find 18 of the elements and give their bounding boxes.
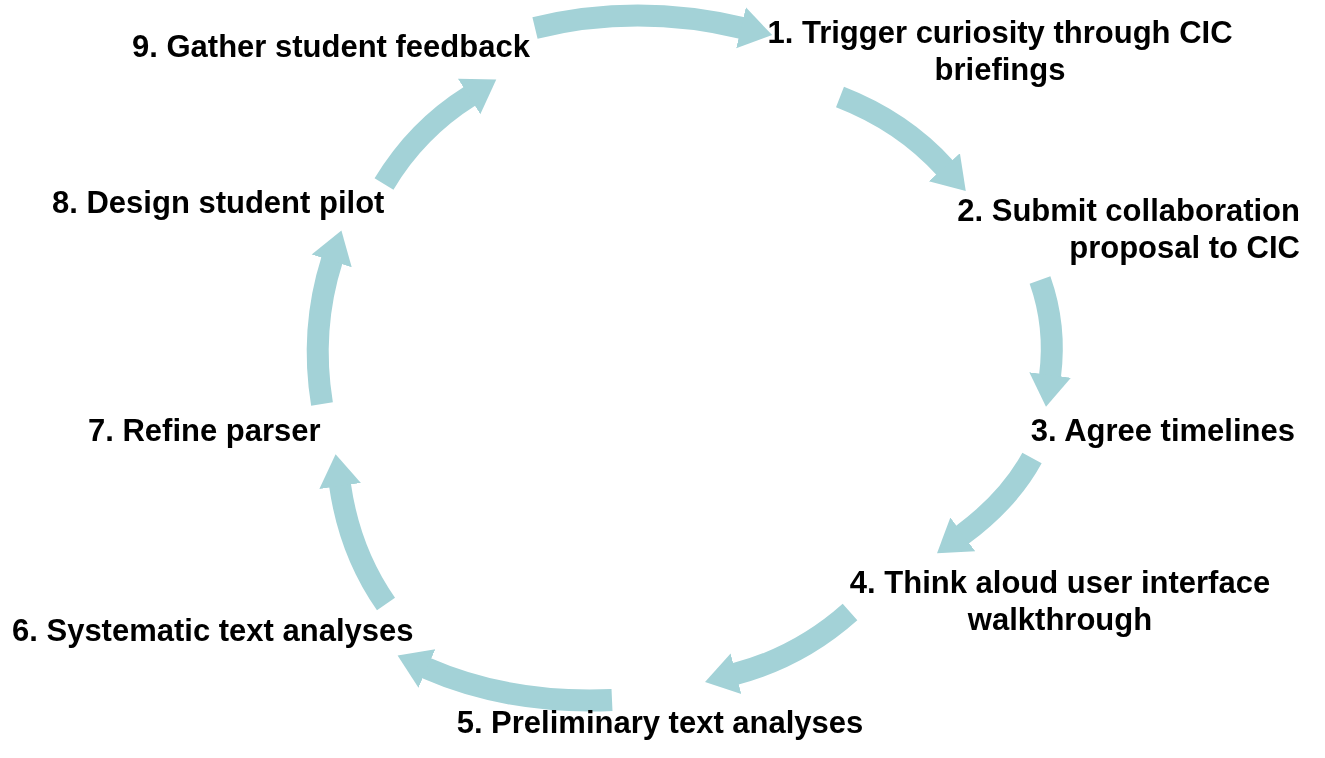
step-label: 4. Think aloud user interface walkthrough [848, 564, 1272, 639]
step-label: 1. Trigger curiosity through CIC briefings [766, 14, 1234, 89]
curved-arrow [835, 86, 967, 191]
curved-arrow [532, 4, 773, 49]
step-label: 2. Submit collaboration proposal to CIC [956, 192, 1300, 267]
curved-arrow [319, 454, 396, 611]
step-label: 6. Systematic text analyses [12, 612, 414, 650]
step-label: 9. Gather student feedback [132, 28, 530, 66]
curved-arrow [1029, 276, 1071, 407]
step-label: 3. Agree timelines [1030, 412, 1295, 450]
step-label: 8. Design student pilot [52, 184, 385, 222]
curved-arrow [306, 230, 352, 406]
curved-arrow [937, 452, 1042, 554]
curved-arrow [397, 648, 613, 712]
step-label: 7. Refine parser [88, 412, 321, 450]
step-label: 5. Preliminary text analyses [456, 704, 864, 742]
curved-arrow [705, 603, 858, 694]
curved-arrow [374, 78, 496, 190]
